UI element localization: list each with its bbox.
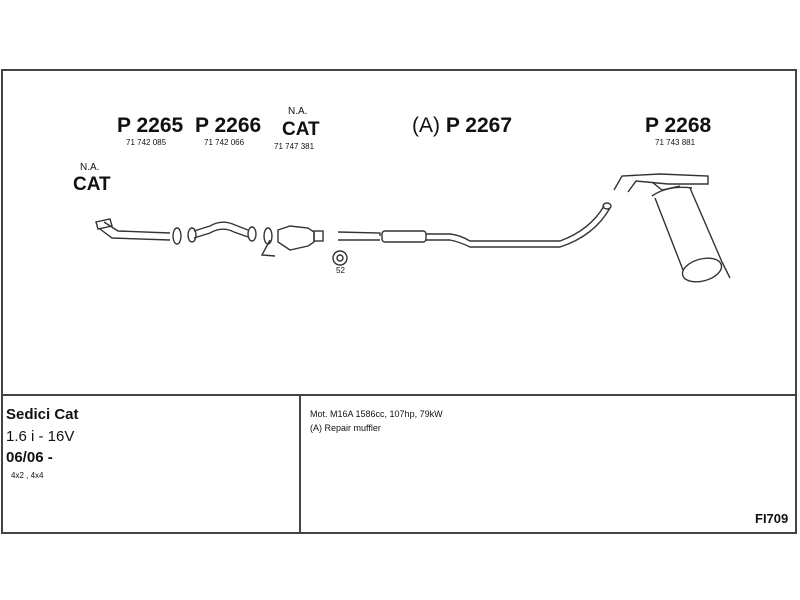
front-cat-note: N.A. bbox=[80, 162, 100, 173]
front-pipe-p2265 bbox=[95, 218, 182, 245]
front-cat-label: CAT bbox=[73, 174, 111, 195]
vehicle-engine: 1.6 i - 16V bbox=[6, 428, 75, 445]
part-number: 71 742 066 bbox=[204, 138, 245, 147]
part-number: 71 742 085 bbox=[126, 138, 167, 147]
repair-prefix: (A) bbox=[412, 114, 440, 137]
catalytic-converter bbox=[260, 225, 324, 257]
diagram-frame bbox=[1, 69, 797, 534]
cat-note: N.A. bbox=[288, 106, 308, 117]
vehicle-model: Sedici Cat bbox=[6, 406, 79, 423]
note-repair: (A) Repair muffler bbox=[310, 423, 381, 433]
rear-muffler-p2268 bbox=[613, 173, 731, 283]
divider bbox=[299, 395, 301, 534]
part-label-p2266[interactable]: P 2266 bbox=[195, 114, 262, 137]
divider bbox=[1, 394, 797, 396]
part-number: 71 747 381 bbox=[274, 142, 315, 151]
middle-pipe-p2266 bbox=[187, 221, 257, 243]
vehicle-date: 06/06 - bbox=[6, 449, 53, 466]
part-label-p2268[interactable]: P 2268 bbox=[645, 114, 712, 137]
clamp-52 bbox=[332, 250, 348, 266]
clamp-label: 52 bbox=[336, 266, 345, 275]
diagram-code: FI709 bbox=[755, 511, 789, 526]
note-engine: Mot. M16A 1586cc, 107hp, 79kW bbox=[310, 409, 443, 419]
vehicle-drive: 4x2 , 4x4 bbox=[11, 471, 44, 480]
part-label-cat[interactable]: CAT bbox=[282, 119, 320, 140]
part-label-p2267[interactable]: (A) P 2267 bbox=[412, 114, 512, 138]
part-number: 71 743 881 bbox=[655, 138, 696, 147]
part-label-p2265[interactable]: P 2265 bbox=[117, 114, 184, 137]
part-label: P 2267 bbox=[445, 114, 513, 137]
center-pipe-p2267 bbox=[337, 202, 612, 248]
